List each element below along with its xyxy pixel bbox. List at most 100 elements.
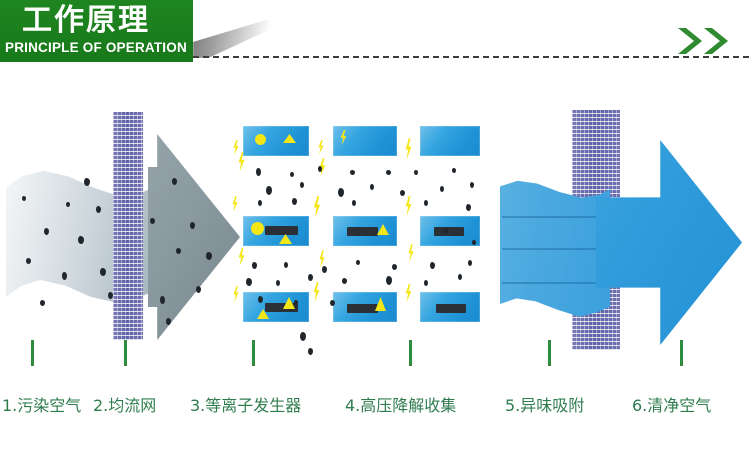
stage-tick-polluted-air <box>31 340 34 366</box>
lightning-bolt-icon <box>408 244 414 262</box>
lightning-bolt-icon <box>405 284 412 302</box>
lightning-bolt-icon <box>319 250 325 268</box>
pollutant-particle <box>350 170 355 175</box>
lightning-bolt-icon <box>233 286 239 302</box>
pollutant-particle <box>386 170 391 175</box>
lightning-bolt-icon <box>232 196 238 212</box>
pollutant-particle <box>392 264 397 270</box>
pollutant-particle <box>284 262 288 268</box>
plasma-plate <box>243 216 309 246</box>
collector-bar <box>434 227 464 236</box>
pollutant-particle <box>470 182 474 188</box>
plasma-plate <box>420 292 480 322</box>
spark-icon <box>255 134 266 145</box>
pollutant-particle <box>322 266 327 273</box>
page-subtitle: PRINCIPLE OF OPERATION <box>5 40 187 55</box>
pollutant-particle <box>252 262 257 269</box>
plasma-plate <box>420 126 480 156</box>
pollutant-particle <box>414 170 418 175</box>
pollutant-particle <box>84 178 90 186</box>
pollutant-particle <box>300 332 306 341</box>
stage-tick-clean-air <box>680 340 683 366</box>
lightning-bolt-icon <box>319 158 326 176</box>
pollutant-particle <box>440 186 444 192</box>
page-title: 工作原理 <box>22 3 150 38</box>
pollutant-particle <box>424 280 428 286</box>
pollutant-particle <box>424 200 428 206</box>
dashed-divider <box>193 56 749 58</box>
lightning-bolt-icon <box>313 282 320 302</box>
polluted-air-arrow <box>148 134 240 340</box>
pollutant-particle <box>96 206 101 213</box>
pollutant-particle <box>294 300 298 305</box>
spark-icon <box>251 222 264 235</box>
pollutant-particle <box>452 168 456 173</box>
pollutant-particle <box>430 262 435 269</box>
stage-tick-high-voltage-degradation-collection <box>409 340 412 366</box>
pollutant-particle <box>468 260 472 266</box>
pollutant-particle <box>444 228 448 234</box>
lightning-bolt-icon <box>405 196 412 216</box>
pollutant-particle <box>176 248 181 254</box>
pollutant-particle <box>258 296 263 303</box>
flow-line <box>502 216 606 218</box>
lightning-bolt-icon <box>405 138 412 160</box>
collector-bar <box>436 304 466 313</box>
lightning-bolt-icon <box>238 248 245 266</box>
pollutant-particle <box>62 272 67 280</box>
stage-tick-plasma-generator <box>252 340 255 366</box>
lightning-bolt-icon <box>313 196 321 218</box>
stage-label-flow-equalizing-mesh: 2.均流网 <box>93 396 157 415</box>
clean-air-stream <box>500 180 610 317</box>
spark-icon <box>340 130 347 145</box>
pollutant-particle <box>472 240 476 245</box>
plasma-plate <box>243 292 309 322</box>
plasma-plate <box>243 126 309 156</box>
spark-icon <box>375 297 386 311</box>
lightning-bolt-icon <box>318 140 324 154</box>
spark-icon <box>377 224 389 235</box>
spark-icon <box>283 134 296 143</box>
pollutant-particle <box>308 274 313 281</box>
pollutant-particle <box>206 252 212 260</box>
spark-icon <box>279 234 292 244</box>
pollutant-particle <box>356 260 360 265</box>
pollutant-particle <box>190 222 195 229</box>
pollutant-particle <box>44 228 49 235</box>
spark-icon <box>257 309 269 319</box>
pollutant-particle <box>26 258 31 264</box>
pollutant-particle <box>370 184 374 190</box>
pollutant-particle <box>330 300 335 306</box>
pollutant-particle <box>300 182 304 188</box>
pollutant-particle <box>308 348 313 355</box>
banner-shadow-wedge <box>193 16 279 58</box>
collector-bar <box>347 227 378 236</box>
title-banner: 工作原理 PRINCIPLE OF OPERATION <box>0 0 193 62</box>
pollutant-particle <box>160 296 165 304</box>
pollutant-particle <box>40 300 45 306</box>
stage-tick-odor-adsorption <box>548 340 551 366</box>
pollutant-particle <box>266 186 272 195</box>
pollutant-particle <box>166 318 171 325</box>
collector-bar <box>265 226 298 235</box>
pollutant-particle <box>150 218 155 224</box>
lightning-bolt-icon <box>238 152 245 172</box>
pollutant-particle <box>108 292 113 299</box>
stage-label-polluted-air: 1.污染空气 <box>2 396 82 415</box>
pollutant-particle <box>258 200 262 206</box>
stage-label-plasma-generator: 3.等离子发生器 <box>190 396 302 415</box>
pollutant-particle <box>400 190 405 196</box>
pollutant-particle <box>172 178 177 185</box>
plasma-plate <box>420 216 480 246</box>
pollutant-particle <box>78 236 84 244</box>
pollutant-particle <box>352 200 356 206</box>
collector-bar <box>347 304 378 313</box>
flow-equalizing-mesh <box>113 112 143 340</box>
pollutant-particle <box>386 276 392 285</box>
lightning-bolt-icon <box>233 140 239 155</box>
flow-line <box>502 282 606 284</box>
pollutant-particle <box>100 268 106 276</box>
stage-label-clean-air: 6.清净空气 <box>632 396 712 415</box>
pollutant-particle <box>466 204 471 211</box>
pollutant-particle <box>276 280 280 286</box>
